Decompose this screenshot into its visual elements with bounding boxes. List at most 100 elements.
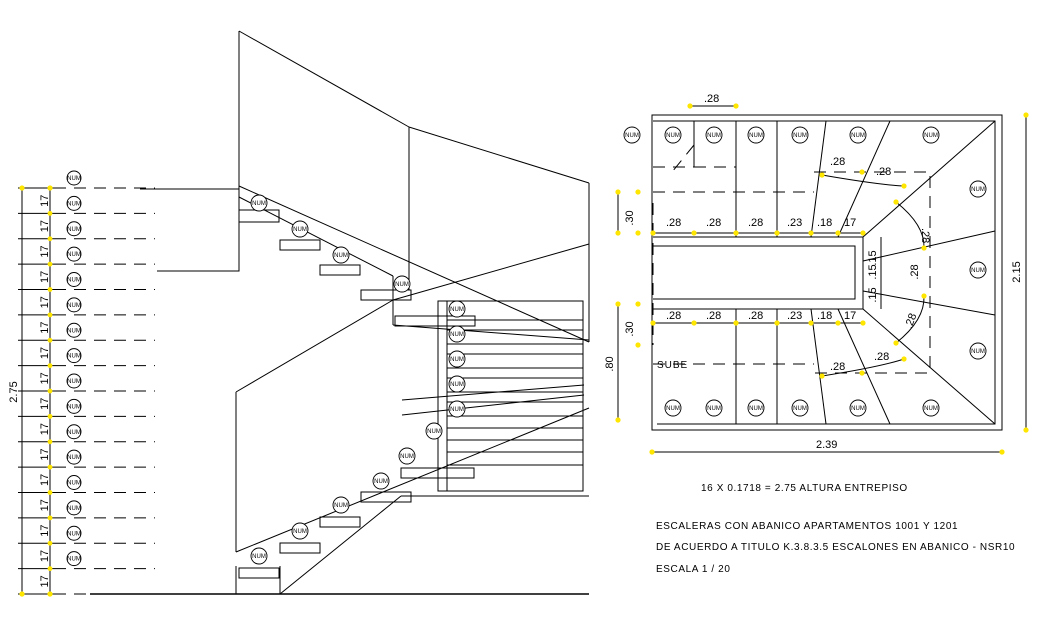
grip-point xyxy=(921,293,927,299)
elevation-tags-column: NUMNUMNUMNUMNUMNUMNUMNUMNUMNUMNUMNUMNUMN… xyxy=(66,170,82,567)
plan-30-upper-label: .30 xyxy=(624,210,636,225)
grip-point xyxy=(635,230,641,236)
svg-text:NUM: NUM xyxy=(793,133,807,139)
section-num-tag: NUM xyxy=(250,194,268,212)
grip-point xyxy=(901,356,907,362)
stair-tread xyxy=(319,516,361,528)
riser-label: 17 xyxy=(39,524,51,536)
plan-num-tag: NUM xyxy=(747,126,765,144)
svg-text:NUM: NUM xyxy=(625,133,639,139)
stair-tread xyxy=(279,239,321,251)
step-num-tag: NUM xyxy=(66,424,82,440)
grip-points xyxy=(19,103,1029,597)
riser-label: 17 xyxy=(39,550,51,562)
stair-tread xyxy=(400,467,475,479)
grip-point xyxy=(47,413,53,419)
grip-point xyxy=(47,236,53,242)
section-num-tag: NUM xyxy=(448,300,466,318)
section-num-tag: NUM xyxy=(425,422,443,440)
grip-point xyxy=(47,591,53,597)
svg-text:NUM: NUM xyxy=(749,133,763,139)
svg-text:NUM: NUM xyxy=(400,454,414,460)
svg-text:NUM: NUM xyxy=(67,557,81,563)
plan-num-tag: NUM xyxy=(849,399,867,417)
riser-label: 17 xyxy=(39,271,51,283)
plan-tread-dim: 17 xyxy=(844,310,856,322)
plan-num-tag: NUM xyxy=(664,399,682,417)
svg-text:NUM: NUM xyxy=(334,503,348,509)
svg-text:NUM: NUM xyxy=(395,282,409,288)
svg-text:NUM: NUM xyxy=(924,406,938,412)
grip-point xyxy=(859,169,865,175)
plan-num-tag: NUM xyxy=(791,126,809,144)
plan-width-label: 2.39 xyxy=(816,439,837,451)
stair-tread xyxy=(238,567,280,579)
riser-label: 17 xyxy=(39,474,51,486)
grip-point xyxy=(1023,427,1029,433)
plan-tread-dim: .28 xyxy=(830,361,845,373)
grip-point xyxy=(47,363,53,369)
grip-point xyxy=(47,261,53,267)
stair-tread xyxy=(238,209,280,223)
grip-point xyxy=(650,230,656,236)
svg-text:NUM: NUM xyxy=(666,133,680,139)
svg-text:NUM: NUM xyxy=(67,354,81,360)
step-num-tag: NUM xyxy=(66,475,82,490)
grip-point xyxy=(893,340,899,346)
riser-label: 17 xyxy=(39,448,51,460)
svg-text:NUM: NUM xyxy=(450,332,464,338)
grip-point xyxy=(819,373,825,379)
plan-tread-dim: .23 xyxy=(787,310,802,322)
grip-point xyxy=(774,230,780,236)
riser-label: 17 xyxy=(39,499,51,511)
step-num-tag: NUM xyxy=(66,297,82,313)
title-line-1: ESCALERAS CON ABANICO APARTAMENTOS 1001 … xyxy=(656,521,958,532)
section-num-tag: NUM xyxy=(448,325,466,343)
grip-point xyxy=(691,320,697,326)
stair-tread xyxy=(279,542,321,554)
stair-tread xyxy=(319,264,361,276)
riser-label: 17 xyxy=(39,575,51,587)
svg-text:NUM: NUM xyxy=(971,187,985,193)
section-num-tag: NUM xyxy=(448,375,466,393)
stair-tread xyxy=(394,315,476,327)
step-num-tag: NUM xyxy=(66,449,82,465)
grip-point xyxy=(47,337,53,343)
plan-num-tag: NUM xyxy=(922,126,940,144)
plan-tread-dim: .18 xyxy=(817,310,832,322)
svg-text:NUM: NUM xyxy=(707,133,721,139)
step-num-tag: NUM xyxy=(66,246,82,262)
plan-tread-dim: .28 xyxy=(874,351,889,363)
grip-point xyxy=(860,320,866,326)
section-num-tag: NUM xyxy=(250,547,268,565)
riser-label: 17 xyxy=(39,423,51,435)
plan-top-tread-label: .28 xyxy=(704,93,719,105)
svg-text:NUM: NUM xyxy=(293,529,307,535)
plan-30-lower-label: .30 xyxy=(624,321,636,336)
svg-text:NUM: NUM xyxy=(67,531,81,537)
svg-text:NUM: NUM xyxy=(971,268,985,274)
plan-num-tag: NUM xyxy=(969,261,987,279)
step-num-tag: NUM xyxy=(66,500,82,516)
section-num-tag: NUM xyxy=(291,220,309,238)
plan-winder-dim: .28 xyxy=(919,228,931,243)
plan-num-tag: NUM xyxy=(969,342,987,360)
plan-num-tag: NUM xyxy=(969,180,987,198)
grip-point xyxy=(859,370,865,376)
plan-tread-dim: .28 xyxy=(706,310,721,322)
svg-text:NUM: NUM xyxy=(67,506,81,512)
grip-point xyxy=(835,230,841,236)
plan-num-tag: NUM xyxy=(922,399,940,417)
plan-num-tag: NUM xyxy=(747,399,765,417)
grip-point xyxy=(47,439,53,445)
grip-point xyxy=(47,185,53,191)
total-height-label: 2.75 xyxy=(8,381,20,402)
plan-tread-dim: .28 xyxy=(666,217,681,229)
grip-point xyxy=(921,245,927,251)
plan-landing-dim: .15 xyxy=(867,264,879,279)
step-num-tag: NUM xyxy=(66,551,82,567)
plan-winder-dim: .28 xyxy=(903,312,920,330)
riser-label: 17 xyxy=(39,296,51,308)
